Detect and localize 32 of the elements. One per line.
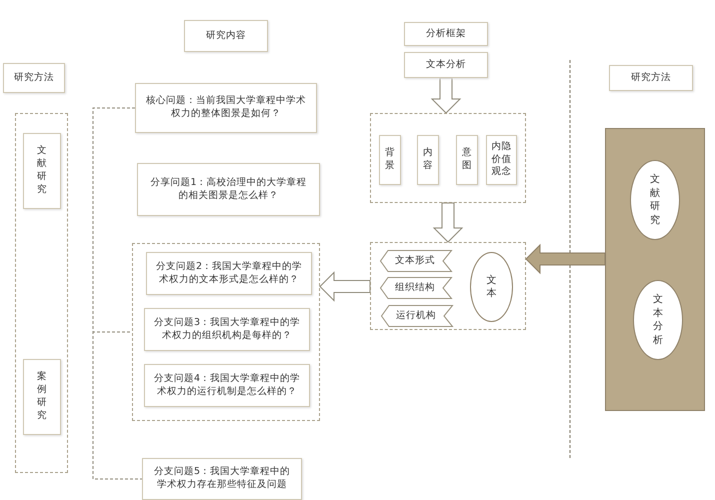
text-ellipse: 文本 — [470, 252, 513, 322]
method-ellipse: 文本分析 — [633, 280, 683, 360]
method-box: 文献研究 — [23, 133, 61, 209]
text-group-box — [370, 242, 526, 330]
method-group-box — [15, 113, 68, 473]
question-box: 分支问题2：我国大学章程中的学术权力的文本形式是怎么样的？ — [146, 252, 312, 295]
block-arrow — [432, 202, 464, 243]
heading-box: 分析框架 — [404, 22, 488, 46]
question-box: 分享问题1：高校治理中的大学章程的相关图景是怎么样？ — [137, 163, 320, 216]
question-box: 核心问题：当前我国大学章程中学术权力的整体图景是如何？ — [135, 83, 317, 133]
method-box: 研究方法 — [3, 63, 65, 93]
block-arrow — [430, 78, 462, 114]
framework-group-box — [370, 113, 526, 203]
aspect-box: 背景 — [379, 135, 401, 185]
method-ellipse: 文献研究 — [630, 160, 680, 240]
method-panel — [605, 128, 705, 411]
question-box: 分支问题5：我国大学章程中的学术权力存在那些特征及问题 — [142, 458, 302, 500]
method-box: 案例研究 — [23, 359, 61, 435]
heading-box: 研究内容 — [184, 20, 268, 52]
question-group-box — [132, 243, 320, 421]
aspect-box: 内容 — [417, 135, 439, 185]
block-arrow — [319, 271, 370, 302]
chevron-tag: 运行机构 — [381, 305, 453, 327]
chevron-tag: 组织结构 — [380, 277, 452, 299]
question-box: 分支问题3：我国大学章程中的学术权力的组织机构是每样的？ — [144, 308, 310, 351]
chevron-tag: 文本形式 — [380, 250, 452, 272]
heading-box: 文本分析 — [404, 52, 488, 78]
method-box: 研究方法 — [609, 65, 693, 91]
aspect-box: 意图 — [456, 135, 478, 185]
block-arrow — [525, 244, 606, 274]
question-box: 分支问题4：我国大学章程中的学术权力的运行机制是怎么样的？ — [144, 364, 310, 407]
aspect-box: 内隐价值观念 — [486, 135, 517, 185]
